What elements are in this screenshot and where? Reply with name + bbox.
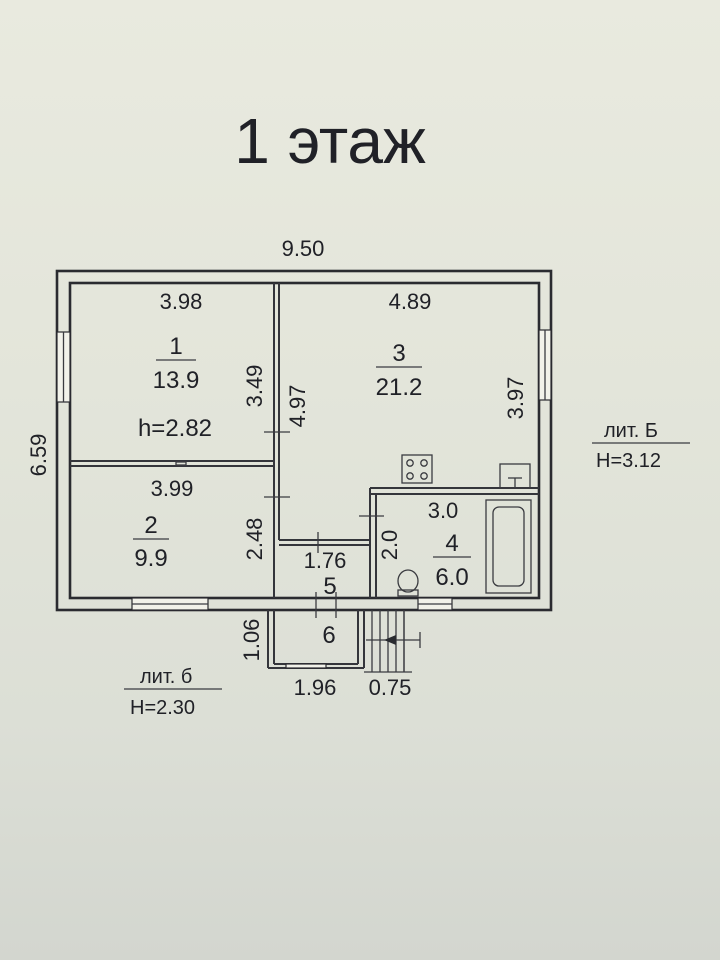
fixtures bbox=[175, 454, 532, 597]
dim-porch-depth: 1.06 bbox=[239, 619, 264, 662]
legend-main-height: Н=3.12 bbox=[596, 450, 661, 472]
room1-area: 13.9 bbox=[153, 367, 200, 394]
dimension-labels: 9.50 6.59 3.98 3.49 3.99 2.48 4.89 4.97 … bbox=[26, 236, 528, 700]
dim-room3-depth-right: 3.97 bbox=[503, 377, 528, 420]
bathtub-icon bbox=[485, 499, 532, 594]
toilet-icon bbox=[397, 569, 419, 593]
window-porch bbox=[285, 663, 327, 669]
dim-stair-width: 0.75 bbox=[369, 675, 412, 700]
room2-number: 2 bbox=[144, 512, 157, 539]
room4-area: 6.0 bbox=[435, 564, 468, 591]
page-title: 1 этаж bbox=[234, 105, 426, 177]
legend-annex-label: лит. б bbox=[140, 666, 192, 688]
chimney-icon bbox=[175, 461, 187, 466]
room2-area: 9.9 bbox=[134, 545, 167, 572]
room6-number: 6 bbox=[322, 622, 335, 649]
dim-room1-depth: 3.49 bbox=[242, 365, 267, 408]
dim-room5-width: 1.76 bbox=[304, 548, 347, 573]
room5-number: 5 bbox=[323, 573, 336, 600]
dim-room3-width: 4.89 bbox=[389, 289, 432, 314]
legend-annex-height: Н=2.30 bbox=[130, 697, 195, 719]
dim-overall-width: 9.50 bbox=[282, 236, 325, 261]
room-labels: 1 13.9 h=2.82 2 9.9 3 21.2 4 6.0 5 6 bbox=[133, 333, 471, 649]
room4-number: 4 bbox=[445, 530, 458, 557]
door-marks bbox=[264, 431, 384, 618]
room1-number: 1 bbox=[169, 333, 182, 360]
dim-room3-depth-left: 4.97 bbox=[285, 385, 310, 428]
dim-room1-width: 3.98 bbox=[160, 289, 203, 314]
outer-walls bbox=[55, 269, 553, 612]
porch bbox=[267, 610, 365, 669]
dim-room4-width: 3.0 bbox=[428, 498, 459, 523]
legend-annex: лит. б Н=2.30 bbox=[124, 666, 222, 719]
room3-number: 3 bbox=[392, 340, 405, 367]
room3-area: 21.2 bbox=[376, 374, 423, 401]
room1-height: h=2.82 bbox=[138, 415, 212, 442]
legend-main: лит. Б Н=3.12 bbox=[592, 420, 690, 472]
dim-porch-width: 1.96 bbox=[294, 675, 337, 700]
dim-overall-depth: 6.59 bbox=[26, 434, 51, 477]
windows bbox=[56, 329, 552, 611]
dim-room2-width: 3.99 bbox=[151, 476, 194, 501]
dim-room4-depth: 2.0 bbox=[377, 530, 402, 561]
interior-walls bbox=[70, 283, 539, 598]
legend-main-label: лит. Б bbox=[604, 420, 658, 442]
stairs bbox=[364, 610, 421, 673]
stair-arrow-icon bbox=[384, 635, 396, 645]
dim-room2-depth: 2.48 bbox=[242, 518, 267, 561]
stove-icon bbox=[401, 454, 433, 484]
